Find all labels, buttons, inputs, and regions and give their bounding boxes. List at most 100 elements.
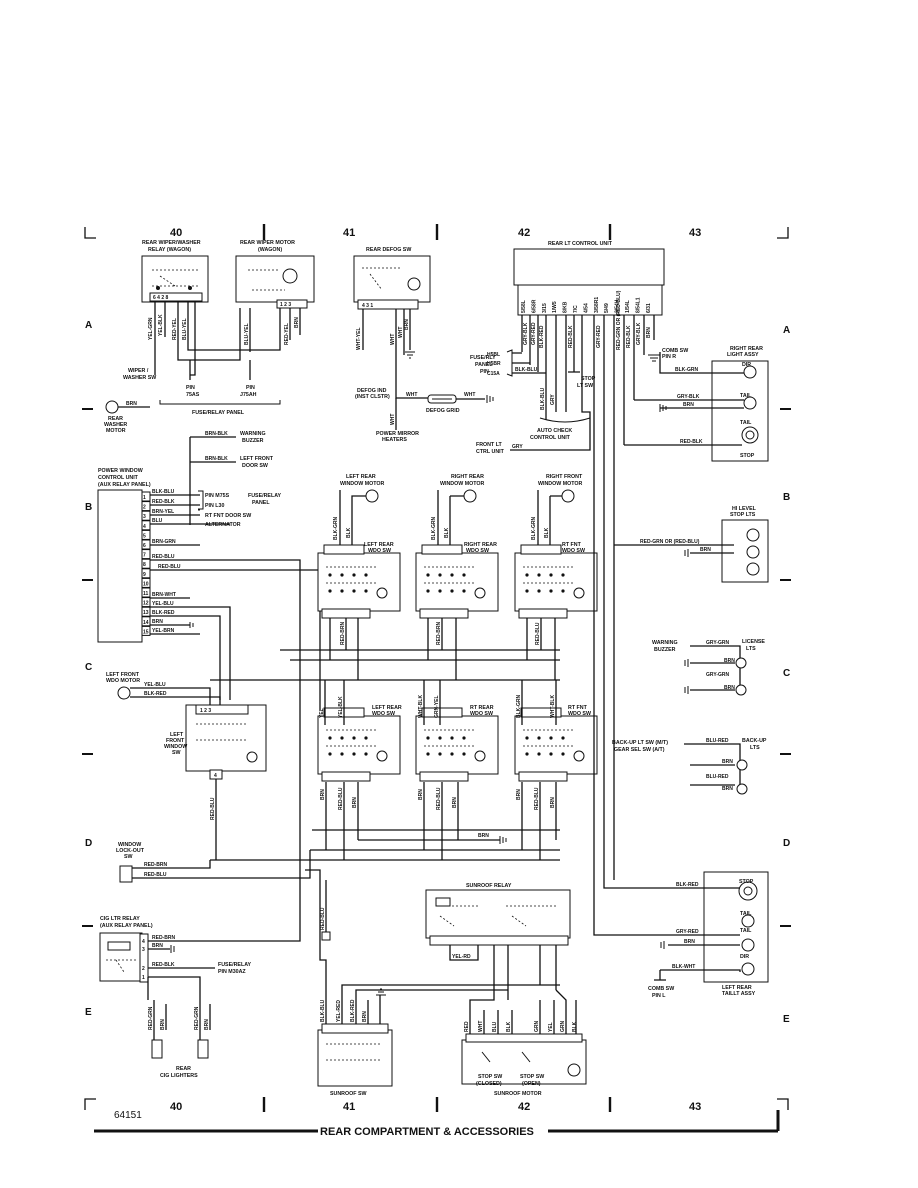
svg-text:RED-GRN: RED-GRN	[148, 1006, 154, 1030]
svg-text:4: 4	[142, 939, 145, 945]
rear-defog-switch: REAR DEFOG SW 4 3 1	[353, 247, 431, 310]
footer-bar: REAR COMPARTMENT & ACCESSORIES	[94, 1110, 780, 1138]
lcu-pin-label: 1/54L	[625, 300, 631, 313]
svg-text:BRN: BRN	[452, 797, 458, 808]
bottom-markers: 40 41 42 43 64151	[84, 1097, 789, 1121]
svg-text:BLU-YEL: BLU-YEL	[182, 318, 188, 340]
rear-wiper-motor: REAR WIPER MOTOR (WAGON) 1 2 3	[235, 240, 315, 309]
pwcu-pin-number: 6	[143, 543, 146, 549]
svg-text:LOCK-OUT: LOCK-OUT	[116, 848, 145, 854]
sunroof-relay: SUNROOF RELAY	[425, 883, 571, 946]
left-rear-window-motor: LEFT REAR WINDOW MOTOR BLK-GRN BLK	[333, 474, 385, 545]
window-switch	[415, 707, 499, 782]
pwcu-wire-labels: BLK-BLU RED-BLK BRN-YEL BLU BRN-GRN RED-…	[152, 489, 181, 634]
svg-text:LT SW: LT SW	[577, 383, 593, 389]
svg-text:CIG LTR RELAY: CIG LTR RELAY	[100, 916, 140, 922]
svg-text:SUNROOF SW: SUNROOF SW	[330, 1091, 367, 1097]
svg-text:PIN L: PIN L	[652, 993, 666, 999]
svg-text:TAIL: TAIL	[740, 420, 752, 426]
svg-text:YEL: YEL	[319, 708, 325, 718]
svg-text:40: 40	[170, 1101, 182, 1113]
pwcu-pin-number: 4	[143, 524, 146, 530]
svg-text:BLK-WHT: BLK-WHT	[672, 964, 695, 970]
svg-text:CTRL UNIT: CTRL UNIT	[476, 449, 505, 455]
svg-text:BRN-BLK: BRN-BLK	[205, 456, 228, 462]
svg-text:RED-BLU: RED-BLU	[152, 554, 175, 560]
svg-text:BRN: BRN	[724, 685, 735, 691]
lcu-pin-label: 3/58R1	[594, 297, 600, 313]
ground-icon	[405, 351, 415, 359]
svg-text:POWER MIRROR: POWER MIRROR	[376, 431, 419, 437]
svg-text:1 2 3: 1 2 3	[280, 302, 291, 308]
pwcu-pin-number: 12	[143, 601, 149, 607]
svg-text:CONTROL UNIT: CONTROL UNIT	[98, 475, 139, 481]
svg-text:WHT: WHT	[406, 392, 417, 398]
col-label-40: 40	[170, 227, 182, 239]
pwcu-pin-number: 14	[143, 620, 149, 626]
svg-text:STOP: STOP	[581, 376, 596, 382]
svg-text:TAIL: TAIL	[740, 393, 752, 399]
svg-text:RED-GRN: RED-GRN	[194, 1006, 200, 1030]
svg-text:BLK-RED: BLK-RED	[676, 882, 699, 888]
svg-text:BRN: BRN	[684, 939, 695, 945]
left-rear-taillt-assy: STOP TAIL TAIL DIR LEFT REAR TAILLT ASSY	[703, 871, 769, 997]
svg-text:BLU-RED: BLU-RED	[706, 738, 729, 744]
svg-text:WDO SW: WDO SW	[466, 548, 489, 554]
svg-text:BLK-BLU: BLK-BLU	[152, 489, 175, 495]
svg-text:TAIL: TAIL	[740, 911, 752, 917]
svg-text:COMB SW: COMB SW	[662, 348, 688, 354]
pwcu-pin-number: 13	[143, 610, 149, 616]
svg-text:GRY-BLK: GRY-BLK	[523, 322, 529, 345]
pwcu-pin-number: 11	[143, 591, 149, 597]
svg-text:REAR: REAR	[108, 416, 123, 422]
svg-text:RT FNT: RT FNT	[568, 705, 588, 711]
lcu-pin-label: 5/58L	[521, 300, 527, 313]
hi-level-stop-lights: HI LEVEL STOP LTS	[721, 506, 769, 583]
svg-text:WARNING: WARNING	[240, 431, 266, 437]
svg-text:HEATERS: HEATERS	[382, 437, 407, 443]
svg-text:ALTERNATOR: ALTERNATOR	[205, 522, 241, 528]
svg-text:DEFOG IND: DEFOG IND	[357, 388, 387, 394]
svg-text:BLK-RED: BLK-RED	[144, 691, 167, 697]
svg-text:BLK: BLK	[444, 527, 450, 538]
svg-text:WINDOW MOTOR: WINDOW MOTOR	[340, 481, 385, 487]
svg-text:RED-GRN OR (RED-BLU): RED-GRN OR (RED-BLU)	[616, 290, 622, 350]
col-label-41: 41	[343, 227, 355, 239]
pwcu-pin	[141, 616, 151, 627]
pwcu-pin-number: 3	[143, 514, 146, 520]
svg-text:LEFT FRONT: LEFT FRONT	[106, 672, 140, 678]
col-label-43: 43	[689, 227, 701, 239]
svg-text:(CLOSED): (CLOSED)	[476, 1081, 502, 1087]
svg-text:BRN: BRN	[722, 759, 733, 765]
svg-text:RED-BRN: RED-BRN	[436, 622, 442, 645]
svg-text:BLK-GRN: BLK-GRN	[531, 517, 537, 540]
svg-text:BRN: BRN	[362, 1011, 368, 1022]
svg-text:RED-BRN: RED-BRN	[340, 622, 346, 645]
svg-text:FRONT: FRONT	[166, 738, 185, 744]
lcu-pin-label: 3/15	[542, 303, 548, 313]
svg-text:BRN-YEL: BRN-YEL	[152, 509, 174, 515]
svg-text:GRY-RED: GRY-RED	[531, 322, 537, 345]
svg-text:BACK-UP: BACK-UP	[742, 738, 767, 744]
svg-text:LEFT: LEFT	[170, 732, 184, 738]
svg-text:LEFT REAR: LEFT REAR	[722, 985, 752, 991]
lower-wdo-wire-labels: BRN RED-BLU BRN BRN RED-BLU BRN BRN RED-…	[320, 787, 556, 810]
svg-text:WDO SW: WDO SW	[368, 548, 391, 554]
svg-text:BLK-BLU: BLK-BLU	[540, 387, 546, 410]
svg-text:WDO SW: WDO SW	[562, 548, 585, 554]
pwcu-pin-number: 8	[143, 562, 146, 568]
svg-text:REAR WIPER/WASHER: REAR WIPER/WASHER	[142, 240, 201, 246]
svg-text:GRN: GRN	[534, 1021, 540, 1033]
svg-text:41: 41	[343, 1101, 355, 1113]
svg-text:STOP SW: STOP SW	[478, 1074, 502, 1080]
cig-ltr-relay: CIG LTR RELAY (AUX RELAY PANEL) 4 3 2 1	[99, 916, 153, 983]
svg-text:FUSE/RELAY: FUSE/RELAY	[218, 962, 252, 968]
svg-text:PIN M30AZ: PIN M30AZ	[218, 969, 246, 975]
pwcu-pin	[141, 568, 151, 579]
svg-text:GRN-YEL: GRN-YEL	[434, 696, 440, 719]
svg-text:RED-YEL: RED-YEL	[284, 323, 290, 345]
col-label-42: 42	[518, 227, 530, 239]
row-label-d: D	[85, 838, 92, 849]
svg-text:BRN: BRN	[724, 658, 735, 664]
